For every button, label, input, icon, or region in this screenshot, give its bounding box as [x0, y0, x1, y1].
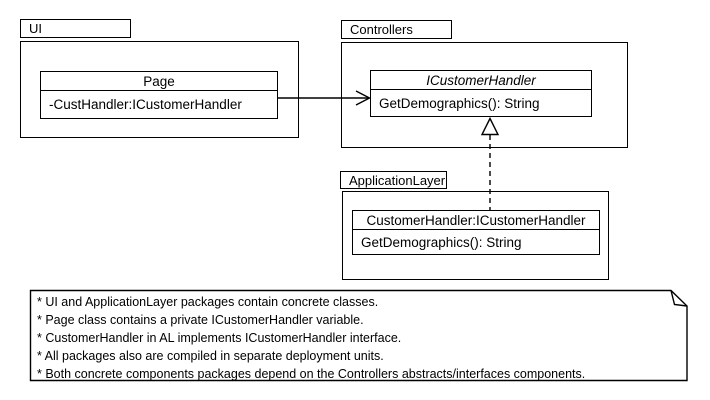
package-body-ui [20, 41, 299, 138]
package-label-applicationlayer: ApplicationLayer [349, 172, 446, 188]
package-label-controllers: Controllers [350, 22, 413, 37]
note-fold-icon [670, 290, 688, 307]
class-customerhandler-title: CustomerHandler:ICustomerHandler [353, 211, 599, 230]
note-line: * All packages also are compiled in sepa… [37, 349, 384, 363]
package-tab-applicationlayer: ApplicationLayer [340, 171, 447, 189]
class-page-attribute: -CustHandler:ICustomerHandler [49, 97, 242, 112]
class-icustomerhandler-title: ICustomerHandler [371, 71, 591, 90]
note-line: * Both concrete components packages depe… [37, 367, 586, 381]
package-body-applicationlayer [342, 191, 609, 280]
package-label-ui: UI [29, 21, 42, 36]
class-icustomerhandler: ICustomerHandler GetDemographics(): Stri… [370, 70, 592, 117]
class-page-title: Page [41, 72, 277, 91]
package-tab-controllers: Controllers [341, 20, 452, 39]
note-line: * Page class contains a private ICustome… [37, 313, 364, 327]
class-icustomerhandler-method: GetDemographics(): String [379, 95, 540, 111]
class-customerhandler: CustomerHandler:ICustomerHandler GetDemo… [352, 210, 600, 255]
class-page: Page -CustHandler:ICustomerHandler [40, 71, 278, 119]
class-customerhandler-method: GetDemographics(): String [361, 234, 522, 250]
package-tab-ui: UI [20, 19, 131, 38]
note-text: * UI and ApplicationLayer packages conta… [37, 293, 585, 383]
note-line: * CustomerHandler in AL implements ICust… [37, 331, 402, 345]
package-body-controllers [341, 42, 628, 148]
note-line: * UI and ApplicationLayer packages conta… [37, 295, 379, 309]
